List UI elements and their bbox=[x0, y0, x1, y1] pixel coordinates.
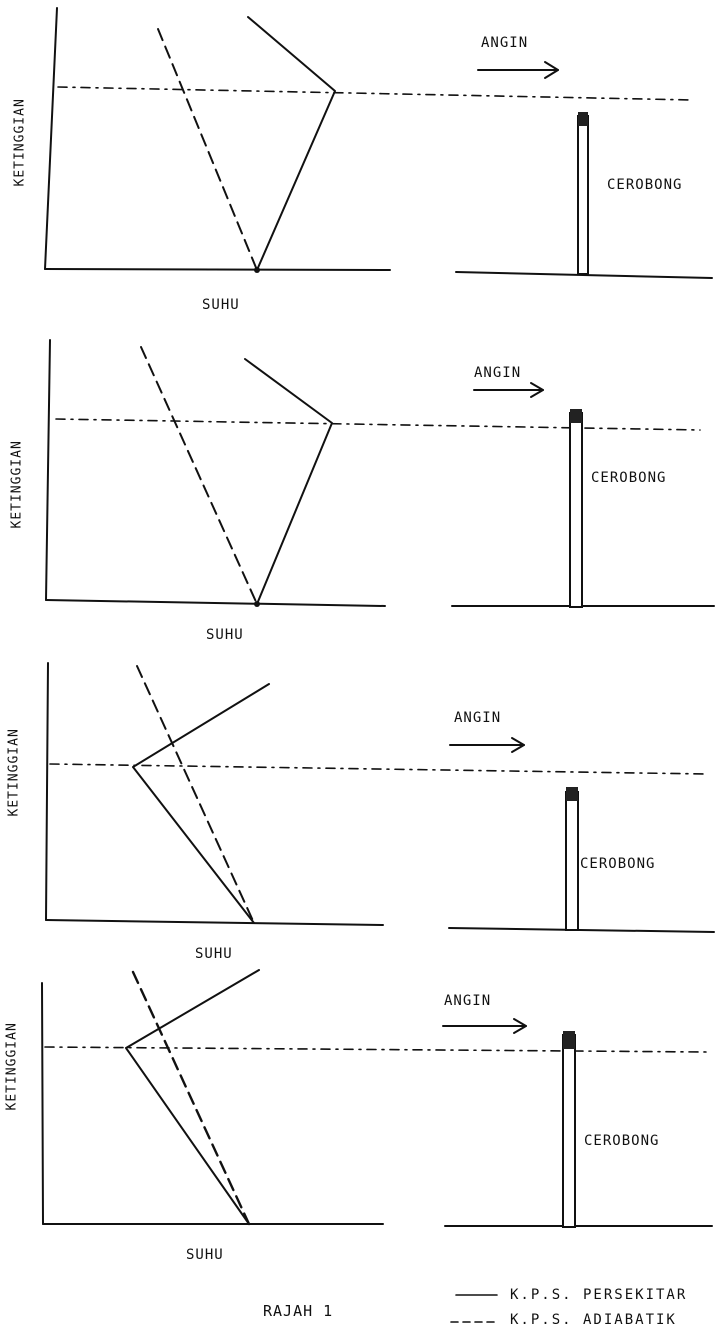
panel-4-wind-label: ANGIN bbox=[444, 993, 492, 1009]
panel-3-adiabatic-line bbox=[136, 665, 255, 924]
panel-1-wind-label: ANGIN bbox=[481, 35, 529, 51]
panel-1-y-axis-label: KETINGGIAN bbox=[12, 98, 28, 187]
panel-1-y-axis bbox=[44, 7, 58, 270]
panel-1 bbox=[44, 7, 713, 279]
panel-1-origin-dot bbox=[254, 267, 260, 273]
panel-1-wind-arrowhead bbox=[544, 61, 559, 79]
panel-3-x-axis-label: SUHU bbox=[195, 946, 233, 962]
panel-1-stack-label: CEROBONG bbox=[607, 177, 683, 193]
panel-2-chimney bbox=[569, 412, 583, 608]
panel-2-chimney-top bbox=[570, 409, 582, 423]
panel-1-adiabatic-line bbox=[157, 28, 258, 271]
legend-adiabatic-label: K.P.S. ADIABATIK bbox=[510, 1312, 677, 1328]
panel-4 bbox=[41, 969, 713, 1228]
panel-4-adiabatic-line bbox=[131, 970, 251, 1226]
panel-2-x-axis-label: SUHU bbox=[206, 627, 244, 643]
panel-2-inversion-line bbox=[55, 418, 701, 431]
panel-3-wind-label: ANGIN bbox=[454, 710, 502, 726]
panel-2-wind-label: ANGIN bbox=[474, 365, 522, 381]
panel-3-wind-arrowhead bbox=[511, 737, 525, 753]
panel-2-x-axis bbox=[45, 599, 386, 607]
panel-3-y-axis-label: KETINGGIAN bbox=[6, 728, 22, 817]
panel-1-chimney bbox=[577, 115, 589, 275]
panel-4-inversion-line bbox=[44, 1046, 707, 1053]
panel-2 bbox=[45, 339, 715, 608]
panel-3-x-axis bbox=[45, 919, 384, 926]
panel-1-stack-scene bbox=[455, 61, 713, 279]
panel-3-stack-label: CEROBONG bbox=[580, 856, 656, 872]
panel-1-chimney-top bbox=[578, 112, 588, 126]
panel-3-stack-scene bbox=[448, 737, 715, 933]
panel-3 bbox=[45, 662, 715, 933]
panel-4-chimney-top bbox=[563, 1031, 575, 1049]
panel-4-ambient-profile bbox=[125, 969, 260, 1225]
panel-2-ambient-profile bbox=[244, 358, 333, 605]
panel-4-wind-arrowhead bbox=[513, 1018, 527, 1034]
panel-3-chimney-top bbox=[566, 787, 578, 801]
panel-4-stack-label: CEROBONG bbox=[584, 1133, 660, 1149]
panel-3-ambient-profile bbox=[132, 683, 270, 924]
panel-2-y-axis bbox=[45, 339, 51, 601]
panel-1-inversion-line bbox=[57, 86, 693, 101]
panel-1-graph bbox=[44, 7, 693, 273]
panel-2-wind-arrowhead bbox=[530, 382, 544, 398]
panel-4-y-axis-label: KETINGGIAN bbox=[4, 1022, 20, 1111]
panel-4-chimney bbox=[562, 1034, 576, 1228]
panel-1-x-axis bbox=[44, 268, 391, 271]
panel-2-stack-scene bbox=[451, 382, 715, 608]
panel-4-stack-scene bbox=[442, 1018, 713, 1228]
panel-3-inversion-line bbox=[49, 763, 707, 775]
panel-2-y-axis-label: KETINGGIAN bbox=[9, 440, 25, 529]
legend-ambient-label: K.P.S. PERSEKITAR bbox=[510, 1287, 688, 1303]
panel-3-y-axis bbox=[45, 662, 49, 921]
panel-4-x-axis-label: SUHU bbox=[186, 1247, 224, 1263]
panel-1-ambient-profile bbox=[247, 16, 336, 271]
panel-1-x-axis-label: SUHU bbox=[202, 297, 240, 313]
panel-2-graph bbox=[45, 339, 701, 607]
panel-2-adiabatic-line bbox=[140, 346, 258, 605]
panel-3-ground-line bbox=[448, 927, 715, 933]
panel-2-stack-label: CEROBONG bbox=[591, 470, 667, 486]
figure-caption: RAJAH 1 bbox=[263, 1302, 334, 1320]
panel-4-graph bbox=[41, 969, 707, 1226]
legend-samples bbox=[450, 1294, 498, 1323]
panel-4-y-axis bbox=[41, 982, 44, 1225]
panel-3-graph bbox=[45, 662, 707, 926]
panel-2-origin-dot bbox=[254, 601, 260, 607]
panel-3-chimney bbox=[565, 791, 579, 931]
